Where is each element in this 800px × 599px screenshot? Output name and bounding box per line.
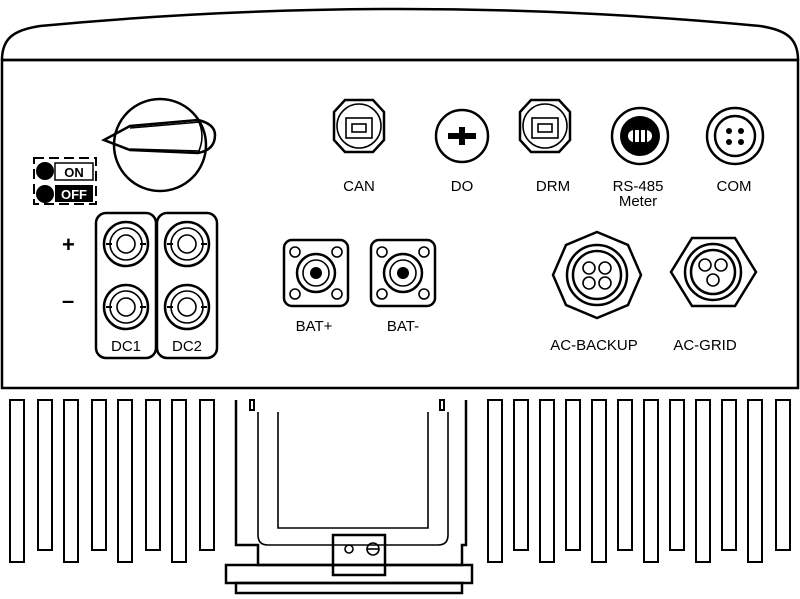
drm-port[interactable]: DRM: [518, 98, 572, 195]
mc4-minus-outer: [163, 283, 211, 331]
ac-backup-connector[interactable]: AC-BACKUP: [550, 230, 643, 354]
on-dot-icon: [36, 162, 54, 180]
meter-label: Meter: [619, 193, 657, 210]
mc4-connectors: [102, 220, 211, 331]
mc4-minus-outer: [102, 283, 150, 331]
heatsink-fin: [775, 399, 791, 551]
mc4-minus-pin: [116, 297, 136, 317]
do-port[interactable]: DO: [434, 108, 490, 195]
bat-minus-connector[interactable]: BAT-: [369, 238, 437, 335]
rs485-label: RS-485: [613, 178, 664, 195]
mc4-plus-ring: [170, 227, 204, 261]
com-port[interactable]: COM: [705, 106, 765, 195]
can-port[interactable]: CAN: [332, 98, 386, 195]
heatsink-fin: [145, 399, 161, 551]
plus-sign: +: [62, 232, 75, 257]
mc4-plus-outer: [102, 220, 150, 268]
off-dot-icon: [36, 185, 54, 203]
mc4-minus-ring: [109, 290, 143, 324]
heatsink-fin: [539, 399, 555, 563]
heatsink-fin: [669, 399, 685, 551]
mounting-bracket: [224, 400, 474, 595]
dc-switch[interactable]: [101, 97, 217, 193]
heatsink-fin: [695, 399, 711, 563]
mc4-minus-ring: [170, 290, 204, 324]
dc1-label: DC1: [111, 338, 141, 355]
bat-plus-connector[interactable]: BAT+: [282, 238, 350, 335]
heatsink-fin: [117, 399, 133, 563]
bat-minus-label: BAT-: [387, 318, 419, 335]
heatsink-fin: [617, 399, 633, 551]
mc4-plus-pin: [177, 234, 197, 254]
can-label: CAN: [343, 178, 375, 195]
heatsink-fin: [565, 399, 581, 551]
mc4-plus-outer: [163, 220, 211, 268]
inverter-body: [0, 58, 800, 390]
on-off-indicator: ON OFF: [33, 157, 97, 205]
heatsink-fin: [513, 399, 529, 551]
heatsink-fin: [63, 399, 79, 563]
do-label: DO: [451, 178, 474, 195]
heatsink-fin: [643, 399, 659, 563]
heatsink-fin: [171, 399, 187, 563]
minus-sign: –: [62, 288, 74, 313]
heatsink-fin: [199, 399, 215, 551]
heatsink-fin: [37, 399, 53, 551]
heatsink-fin: [591, 399, 607, 563]
drm-label: DRM: [536, 178, 570, 195]
dc2-connector-block[interactable]: DC2: [155, 211, 219, 360]
mc4-minus-pin: [177, 297, 197, 317]
ac-grid-label: AC-GRID: [673, 337, 737, 354]
top-cover: [0, 7, 800, 61]
on-label: ON: [64, 165, 84, 180]
heatsink-fin: [747, 399, 763, 563]
heatsink-fin: [487, 399, 503, 563]
mc4-plus-pin: [116, 234, 136, 254]
mc4-plus-ring: [109, 227, 143, 261]
heatsink-fins: [9, 399, 791, 563]
heatsink-fin: [249, 399, 255, 411]
off-label: OFF: [61, 187, 87, 202]
rs485-meter-port[interactable]: RS-485 Meter: [610, 106, 670, 210]
heatsink-fin: [721, 399, 737, 551]
heatsink-fin: [9, 399, 25, 563]
ac-grid-connector[interactable]: AC-GRID: [669, 236, 758, 354]
dc2-label: DC2: [172, 338, 202, 355]
bat-plus-label: BAT+: [296, 318, 333, 335]
heatsink-fin: [439, 399, 445, 411]
com-label: COM: [717, 178, 752, 195]
ac-backup-label: AC-BACKUP: [550, 337, 638, 354]
heatsink-fin: [91, 399, 107, 551]
